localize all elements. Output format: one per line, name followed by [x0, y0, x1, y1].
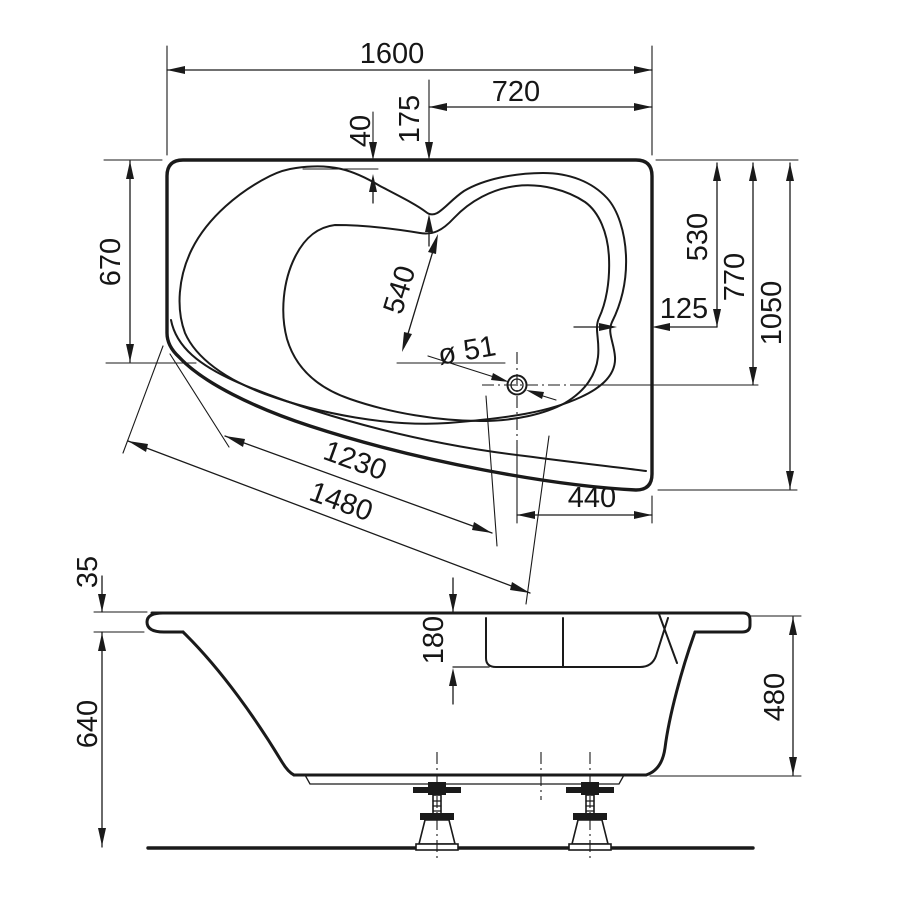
dim-label-180: 180	[418, 616, 450, 664]
dim-label-175: 175	[394, 95, 426, 143]
side-left-lip	[145, 611, 185, 634]
tub-outer-edge	[165, 158, 654, 492]
dim-label-drain: ø 51	[436, 330, 499, 372]
dimension-top-right-width: 720	[428, 76, 653, 111]
tub-rim-inner-edge	[170, 319, 647, 472]
side-right-ledge	[693, 611, 752, 634]
dim-label-1480: 1480	[305, 476, 377, 528]
dim-label-35: 35	[72, 556, 104, 588]
dimension-overall-length: 1600	[166, 38, 653, 74]
tub-floor-contour	[282, 184, 611, 422]
side-left-wall	[181, 630, 296, 777]
side-seat	[485, 613, 678, 668]
dim-label-530: 530	[682, 213, 714, 261]
adjustable-foot	[413, 752, 461, 862]
dimension-apron-height: 480	[759, 616, 797, 776]
dim-label-125: 125	[660, 293, 708, 325]
dimension-drain-to-edge: 440	[516, 482, 653, 519]
dimension-right-770: 770	[719, 162, 757, 386]
adjustable-foot	[566, 752, 614, 862]
dimension-rim-thickness: 35	[72, 556, 106, 613]
dim-label-40: 40	[345, 115, 377, 147]
dim-label-1230: 1230	[319, 435, 391, 487]
dim-label-1050: 1050	[756, 281, 788, 346]
bathtub-side-view: 35 640 180 480	[72, 556, 802, 862]
dim-label-770: 770	[719, 253, 751, 301]
dimension-backrest-to-drain: 540	[378, 234, 438, 352]
dim-label-670: 670	[95, 238, 127, 286]
dim-label-1600: 1600	[360, 38, 425, 70]
dim-label-440: 440	[568, 482, 616, 514]
dimension-basin-inset: 175	[394, 95, 433, 247]
dim-label-720: 720	[492, 76, 540, 108]
dimension-seat-depth: 180	[418, 577, 490, 705]
side-right-wall	[644, 630, 697, 777]
bathtub-top-view: 1600 720 40 175 670	[95, 38, 799, 605]
dimension-overall-width: 1050	[756, 162, 794, 490]
dim-label-480: 480	[759, 673, 791, 721]
side-seat-back	[658, 613, 678, 664]
drain	[482, 352, 578, 448]
dimension-rim-offset: 40	[345, 115, 377, 204]
dim-label-640: 640	[72, 700, 104, 748]
dimension-right-530: 530	[682, 162, 721, 328]
dimension-shell-height: 640	[72, 631, 106, 848]
side-bottom-rail	[304, 774, 625, 785]
dimension-left-side: 670	[95, 160, 134, 363]
dimension-drain-diameter: ø 51	[427, 330, 557, 401]
tub-waterline-contour	[178, 165, 628, 425]
dimension-edge-gap: 125	[573, 293, 718, 331]
top-view-extension-lines	[103, 45, 799, 605]
